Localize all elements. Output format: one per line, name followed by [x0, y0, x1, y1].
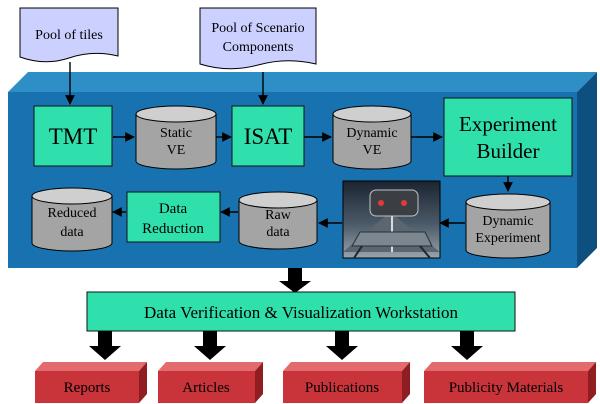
- reduced-data-line1: Reduced: [48, 206, 97, 221]
- workstation-to-reports-arrow: [89, 331, 121, 360]
- isat-label: ISAT: [244, 124, 293, 149]
- publications-output: Publications: [283, 362, 410, 403]
- reports-output: Reports: [35, 362, 147, 403]
- workstation-bar: Data Verification & Visualization Workst…: [86, 291, 516, 332]
- scenario-label-line2: Components: [223, 40, 294, 55]
- pool-of-scenario-doc: Pool of Scenario Components: [199, 7, 317, 70]
- workstation-label: Data Verification & Visualization Workst…: [144, 303, 458, 322]
- dynamic-ve-cylinder: Dynamic VE: [332, 105, 412, 170]
- publications-label: Publications: [305, 380, 379, 396]
- tmt-node: TMT: [33, 105, 113, 167]
- dynamic-experiment-line1: Dynamic: [482, 214, 533, 229]
- experiment-builder-line1: Experiment: [459, 112, 557, 136]
- dynamic-ve-line2: VE: [363, 143, 382, 158]
- data-reduction-line2: Reduction: [142, 221, 204, 237]
- reduced-data-cylinder: Reduced data: [31, 187, 113, 252]
- isat-node: ISAT: [231, 105, 305, 167]
- platform-to-workstation-arrow: [279, 268, 311, 293]
- scenario-label-line1: Pool of Scenario: [211, 21, 304, 36]
- static-ve-line1: Static: [160, 126, 192, 141]
- driving-simulator-photo: [342, 180, 441, 259]
- raw-data-line1: Raw: [265, 208, 292, 223]
- workstation-to-publications-arrow: [326, 331, 358, 360]
- static-ve-line2: VE: [167, 143, 186, 158]
- dynamic-ve-line1: Dynamic: [346, 126, 397, 141]
- raw-data-line2: data: [266, 225, 290, 240]
- data-reduction-line1: Data: [159, 201, 188, 217]
- experiment-builder-line2: Builder: [477, 139, 540, 163]
- articles-output: Articles: [158, 362, 263, 403]
- dynamic-experiment-line2: Experiment: [475, 231, 540, 246]
- workstation-to-articles-arrow: [194, 331, 226, 360]
- connectors: [65, 62, 513, 228]
- pool-of-tiles-label: Pool of tiles: [35, 28, 103, 43]
- experiment-builder-node: Experiment Builder: [443, 97, 573, 177]
- dynamic-experiment-cylinder: Dynamic Experiment: [465, 193, 551, 259]
- pool-of-tiles-doc: Pool of tiles: [19, 7, 119, 63]
- data-reduction-node: Data Reduction: [126, 191, 221, 243]
- reduced-data-line2: data: [60, 225, 84, 240]
- static-ve-cylinder: Static VE: [135, 105, 217, 170]
- publicity-materials-label: Publicity Materials: [449, 380, 564, 396]
- articles-label: Articles: [182, 380, 230, 396]
- raw-data-cylinder: Raw data: [238, 191, 318, 250]
- publicity-materials-output: Publicity Materials: [424, 362, 596, 403]
- reports-label: Reports: [64, 380, 111, 396]
- tmt-label: TMT: [49, 124, 98, 149]
- workstation-to-publicity-arrow: [451, 331, 483, 360]
